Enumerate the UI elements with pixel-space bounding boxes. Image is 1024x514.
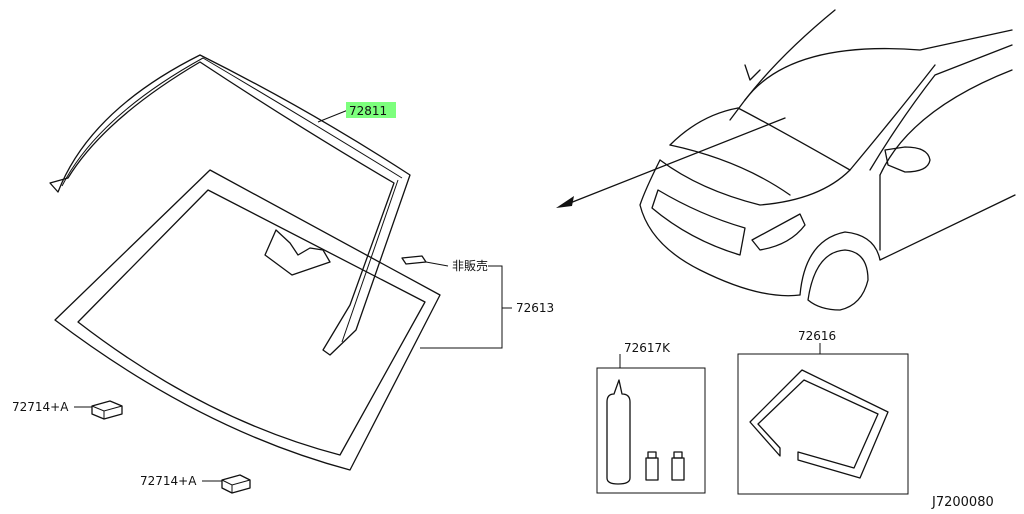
label-spacer-left[interactable]: 72714+A (12, 400, 69, 414)
spacer-block-left[interactable] (91, 400, 123, 420)
adhesive-kit-box[interactable] (596, 354, 706, 494)
label-spacer-bottom[interactable]: 72714+A (140, 474, 197, 488)
not-for-sale-part (401, 255, 449, 267)
part-highlight (346, 102, 396, 118)
label-not-for-sale: 非販売 (452, 258, 488, 273)
label-dam-kit[interactable]: 72616 (798, 329, 836, 343)
windshield-glass[interactable] (54, 169, 441, 471)
dam-kit-box[interactable] (737, 343, 909, 495)
vehicle-illustration (639, 9, 1016, 311)
spacer-block-bottom[interactable] (221, 474, 251, 494)
label-molding[interactable]: 72811 (349, 104, 387, 118)
windshield-molding[interactable] (49, 54, 411, 356)
diagram-code: J7200080 (931, 495, 994, 510)
label-adhesive-kit[interactable]: 72617K (624, 341, 671, 355)
leader-lines (74, 109, 512, 482)
label-windshield[interactable]: 72613 (516, 301, 554, 315)
pointer-arrow (556, 117, 786, 208)
